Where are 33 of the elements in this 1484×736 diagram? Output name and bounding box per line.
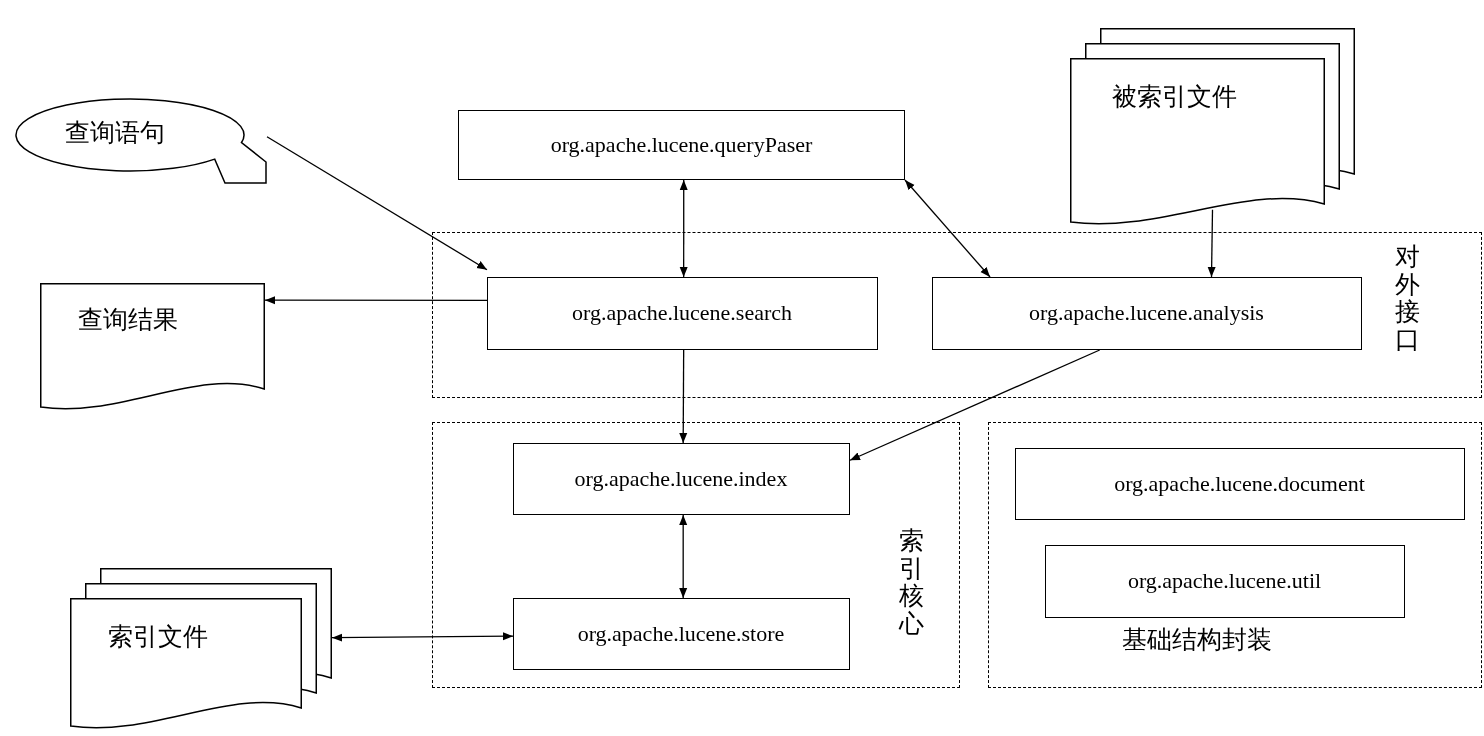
package-box (931, 276, 1362, 350)
package-box (458, 110, 905, 180)
shape-label: 被索引文件 (1112, 81, 1237, 113)
arrow (679, 349, 688, 444)
dashed-group-frame (432, 232, 1482, 398)
shape-label: 查询结果 (78, 304, 178, 336)
package-name: org.apache.lucene.queryPaser (550, 132, 813, 158)
arrow (849, 349, 1101, 461)
shape-label: 索引文件 (108, 621, 208, 653)
package-name: org.apache.lucene.search (571, 300, 793, 326)
package-box (512, 442, 850, 515)
package-name: org.apache.lucene.store (577, 620, 785, 647)
dashed-group-frame (988, 422, 1482, 688)
arrow (679, 514, 688, 599)
package-box (1014, 447, 1465, 520)
arrow (264, 296, 488, 305)
dashed-group-frame (432, 422, 960, 688)
group-label: 索引核心 (899, 527, 924, 637)
arrow (266, 136, 488, 271)
arrow (904, 179, 991, 278)
package-name: org.apache.lucene.index (574, 465, 788, 492)
package-box (512, 597, 850, 670)
package-name: org.apache.lucene.util (1127, 568, 1322, 594)
package-name: org.apache.lucene.analysis (1029, 300, 1264, 326)
package-box (486, 276, 878, 350)
group-label: 基础结构封装 (1122, 624, 1272, 656)
package-name: org.apache.lucene.document (1114, 470, 1365, 497)
shape-label: 查询语句 (65, 117, 165, 149)
arrow (679, 179, 688, 278)
package-box (1044, 544, 1405, 618)
arrow (331, 632, 514, 642)
group-label: 对外接口 (1395, 243, 1420, 353)
arrow (1207, 209, 1216, 278)
